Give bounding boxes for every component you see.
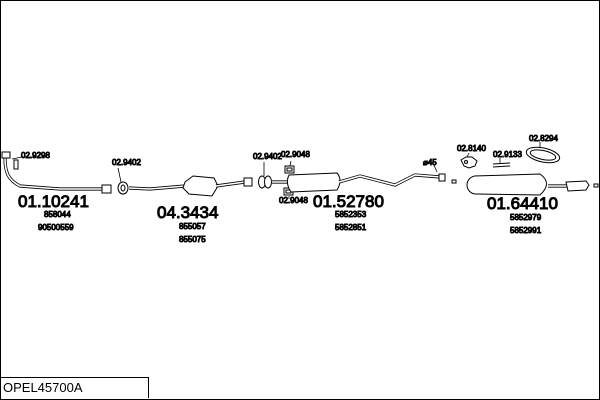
leader-lines bbox=[11, 142, 541, 199]
part-number-01-10241: 01.10241 bbox=[18, 192, 89, 211]
callout-02-9133: 02.9133 bbox=[493, 150, 522, 159]
gasket-02-9402-b bbox=[258, 175, 272, 189]
ref-855075: 855075 bbox=[179, 235, 206, 244]
hanger-02-9048-a bbox=[284, 165, 295, 174]
diagram-code: OPEL45700A bbox=[3, 380, 83, 395]
callout-02-8294: 02.8294 bbox=[529, 134, 558, 143]
part-number-01-52780: 01.52780 bbox=[313, 192, 384, 211]
ring-02-8294 bbox=[525, 146, 561, 164]
callout-02-9402-b: 02.9402 bbox=[253, 152, 282, 161]
mount-02-8140 bbox=[460, 156, 478, 169]
diagram-code-box: OPEL45700A bbox=[0, 377, 149, 398]
ref-90500559: 90500559 bbox=[38, 223, 74, 232]
ref-855057: 855057 bbox=[179, 222, 206, 231]
callout-02-9048-b: 02.9048 bbox=[279, 196, 308, 205]
part-number-01-64410: 01.64410 bbox=[487, 194, 558, 213]
bracket-02-9133 bbox=[492, 162, 511, 168]
rear-silencer bbox=[466, 173, 599, 196]
callout-02-9298: 02.9298 bbox=[21, 151, 50, 160]
ref-5852979: 5852979 bbox=[510, 213, 542, 222]
catalyst-section bbox=[128, 175, 253, 197]
part-number-04-3434: 04.3434 bbox=[157, 203, 218, 222]
front-pipe bbox=[1, 151, 112, 194]
callout-diameter-45: ⌀45 bbox=[423, 158, 437, 167]
ref-5852991: 5852991 bbox=[510, 226, 542, 235]
ref-858044: 858044 bbox=[44, 210, 71, 219]
callout-02-9402-a: 02.9402 bbox=[112, 158, 141, 167]
clamp-02-9402-a bbox=[117, 181, 129, 195]
ref-5852851: 5852851 bbox=[335, 223, 367, 232]
callout-02-9048-a: 02.9048 bbox=[281, 150, 310, 159]
clip bbox=[451, 179, 457, 184]
callout-02-8140: 02.8140 bbox=[457, 144, 486, 153]
ref-5852353: 5852353 bbox=[335, 210, 367, 219]
centre-silencer bbox=[272, 172, 446, 193]
